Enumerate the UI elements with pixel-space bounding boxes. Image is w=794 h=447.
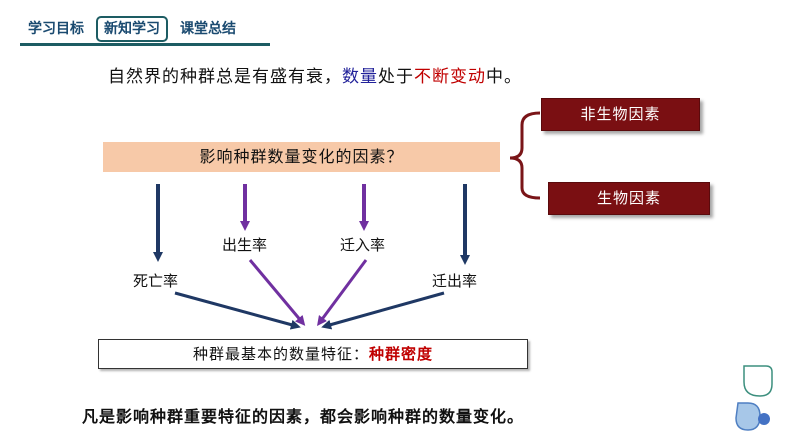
intro-quantity: 数量: [342, 67, 378, 87]
tab-underline: [20, 43, 270, 46]
density-box: 种群最基本的数量特征：种群密度: [98, 339, 528, 369]
arrow-birth-to-density: [248, 259, 306, 326]
arrow-emig-to-density: [321, 291, 445, 330]
intro-part1: 自然界的种群总是有盛有衰，: [108, 67, 342, 87]
conclusion-text: 凡是影响种群重要特征的因素，都会影响种群的数量变化。: [82, 407, 525, 426]
intro-part5: 中。: [486, 67, 522, 87]
leaf-decoration: [743, 365, 773, 397]
density-highlight: 种群密度: [369, 345, 434, 363]
top-tabs: 学习目标 新知学习 课堂总结: [22, 16, 242, 42]
biotic-factor-box: 生物因素: [548, 182, 710, 215]
brace: [509, 111, 541, 200]
density-prefix: 种群最基本的数量特征：: [192, 345, 369, 363]
arrow-immig-to-density: [317, 259, 368, 327]
label-emigration-rate: 迁出率: [432, 272, 478, 290]
arrow-death-to-density: [174, 291, 301, 330]
intro-sentence: 自然界的种群总是有盛有衰，数量处于不断变动中。: [108, 62, 522, 87]
circle-decoration: [758, 413, 770, 425]
label-immigration-rate: 迁入率: [340, 236, 386, 254]
tab-new-knowledge[interactable]: 新知学习: [96, 16, 168, 42]
label-death-rate: 死亡率: [133, 272, 179, 290]
intro-part3: 处于: [378, 67, 414, 87]
drop-decoration: [735, 402, 761, 431]
intro-constant-change: 不断变动: [414, 67, 486, 87]
label-birth-rate: 出生率: [222, 236, 268, 254]
abiotic-factor-box: 非生物因素: [541, 98, 700, 131]
tab-learning-goals[interactable]: 学习目标: [28, 21, 84, 37]
question-box: 影响种群数量变化的因素？: [103, 142, 500, 172]
tab-class-summary[interactable]: 课堂总结: [180, 21, 236, 37]
